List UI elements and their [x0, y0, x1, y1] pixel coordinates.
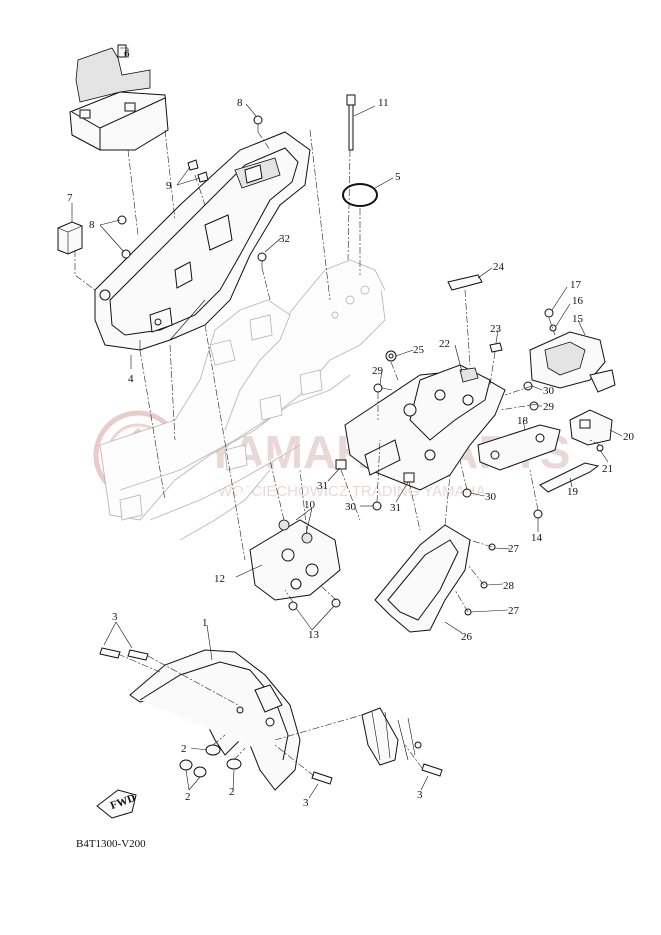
- stay-19: [539, 462, 600, 493]
- cable-tie: [346, 94, 356, 151]
- diagram-code: B4T1300-V200: [76, 838, 146, 850]
- bolt-30-left: [372, 501, 382, 511]
- bolt-3-middle: [311, 771, 333, 785]
- callout-21: 21: [602, 463, 613, 475]
- screw-32: [257, 252, 267, 268]
- callout-15: 15: [572, 313, 584, 325]
- callouts: 1 2 2 2 3 3 3 4 5 6 7 8 8 9 10 11 12 13 …: [67, 48, 635, 809]
- rear-bracket: [344, 364, 506, 491]
- callout-32: 32: [279, 233, 290, 245]
- bracket-20: [569, 409, 613, 446]
- screw-14: [533, 509, 543, 519]
- callout-7: 7: [67, 192, 73, 204]
- fwd-arrow: FWD: [96, 789, 137, 819]
- hose-guide: [361, 707, 422, 766]
- rear-frame: [99, 259, 386, 541]
- bolt-29-right: [529, 401, 539, 411]
- rear-fender-tray: [94, 131, 311, 351]
- nut-31-left: [335, 459, 347, 470]
- callout-17: 17: [570, 279, 582, 291]
- callout-14: 14: [531, 532, 543, 544]
- bolt-29-left: [373, 383, 393, 393]
- bolt-3-right: [421, 763, 443, 777]
- callout-2: 2: [229, 786, 235, 798]
- assembly-lines: [74, 129, 601, 777]
- callout-30: 30: [485, 491, 497, 503]
- bolt-30-right: [462, 488, 472, 498]
- bolt-8-lower: [117, 215, 131, 259]
- callout-30: 30: [543, 385, 555, 397]
- callout-5: 5: [395, 171, 401, 183]
- callout-25: 25: [413, 344, 425, 356]
- license-fender: [374, 524, 496, 633]
- front-fender: [129, 649, 301, 791]
- callout-16: 16: [572, 295, 584, 307]
- callout-4: 4: [128, 373, 134, 385]
- pin-23: [489, 342, 503, 353]
- callout-31: 31: [317, 480, 328, 492]
- clip-9: [187, 159, 209, 183]
- callout-9: 9: [166, 180, 172, 192]
- bolt-30-upper: [523, 381, 533, 391]
- callout-26: 26: [461, 631, 473, 643]
- callout-1: 1: [202, 617, 208, 629]
- callout-3: 3: [303, 797, 309, 809]
- callout-27: 27: [508, 605, 520, 617]
- callout-22: 22: [439, 338, 450, 350]
- callout-8: 8: [237, 97, 243, 109]
- callout-30: 30: [345, 501, 357, 513]
- leader-lines: [71, 47, 623, 799]
- battery-holder: [69, 44, 169, 151]
- bracket-18: [477, 424, 561, 471]
- tail-light-housing: [529, 308, 616, 393]
- plate-24: [447, 274, 483, 291]
- nut-31-right: [403, 472, 415, 483]
- callout-6: 6: [124, 48, 130, 60]
- callout-2: 2: [185, 791, 191, 803]
- callout-19: 19: [567, 486, 579, 498]
- callout-31: 31: [390, 502, 401, 514]
- bolt-8-upper: [253, 115, 263, 132]
- callout-2: 2: [181, 743, 187, 755]
- callout-24: 24: [493, 261, 505, 273]
- nut-25: [385, 350, 397, 362]
- callout-3: 3: [417, 789, 423, 801]
- callout-10: 10: [304, 499, 316, 511]
- callout-28: 28: [503, 580, 515, 592]
- callout-29: 29: [543, 401, 555, 413]
- cover-12: [249, 519, 341, 611]
- relay-part: [57, 221, 83, 255]
- callout-29: 29: [372, 365, 384, 377]
- callout-8: 8: [89, 219, 95, 231]
- callout-12: 12: [214, 573, 225, 585]
- watermark-sub: WOJCIECHOWICZ TRADING YAMAHA: [218, 483, 486, 500]
- callout-23: 23: [490, 323, 502, 335]
- callout-11: 11: [378, 97, 389, 109]
- o-ring: [342, 183, 378, 207]
- bolt-3-left: [99, 647, 149, 661]
- callout-13: 13: [308, 629, 320, 641]
- callout-20: 20: [623, 431, 635, 443]
- callout-18: 18: [517, 415, 529, 427]
- callout-27: 27: [508, 543, 520, 555]
- callout-3: 3: [112, 611, 118, 623]
- grommet-2: [179, 744, 242, 778]
